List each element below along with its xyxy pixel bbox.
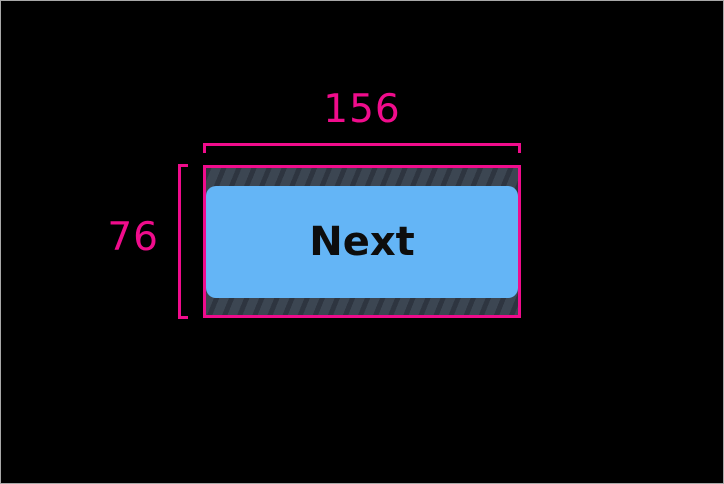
next-button[interactable]: Next — [206, 186, 518, 298]
width-bracket — [203, 143, 521, 153]
selected-widget-outline: Next — [203, 165, 521, 318]
height-dimension-label: 76 — [107, 215, 159, 260]
height-bracket — [178, 164, 188, 319]
next-button-label: Next — [309, 219, 415, 265]
width-dimension-label: 156 — [323, 87, 401, 132]
